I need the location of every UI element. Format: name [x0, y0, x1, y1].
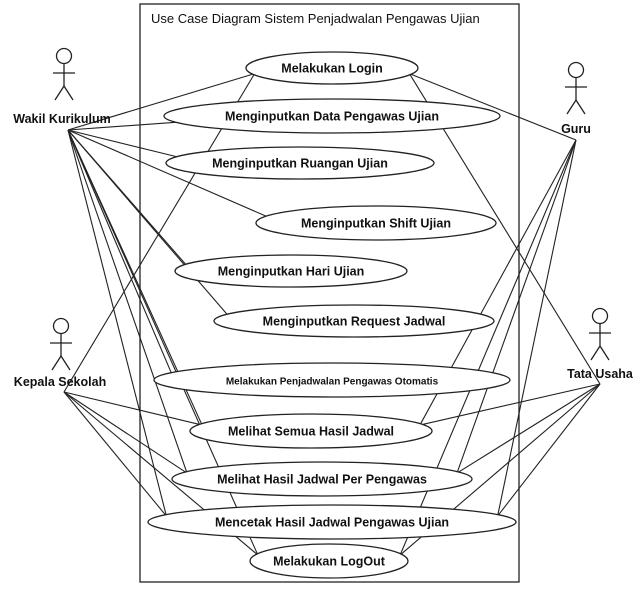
actor-wakil: Wakil Kurikulum [13, 47, 111, 126]
association-wakil-data-pengawas [67, 121, 181, 131]
actor-label: Tata Usaha [567, 367, 634, 381]
actor-leg-left [566, 99, 577, 115]
use-case-ellipse [163, 98, 501, 134]
use-case-ellipse [249, 543, 409, 579]
use-case-label: Melihat Semua Hasil Jadwal [228, 425, 394, 439]
actor-leg-right [60, 355, 71, 371]
use-case-label: Menginputkan Data Pengawas Ujian [225, 110, 439, 124]
use-case-ellipse [245, 51, 419, 85]
actor-head-icon [591, 307, 609, 325]
use-case-label: Mencetak Hasil Jadwal Pengawas Ujian [215, 516, 449, 530]
use-case-shift: Menginputkan Shift Ujian [255, 205, 497, 241]
association-guru-login [409, 73, 577, 141]
use-case-per-pengawas: Melihat Hasil Jadwal Per Pengawas [171, 461, 473, 497]
actor-head-icon [55, 47, 73, 65]
use-case-cetak: Mencetak Hasil Jadwal Pengawas Ujian [147, 504, 517, 540]
use-case-ellipse [255, 205, 497, 241]
association-kepala-semua-hasil [63, 391, 203, 426]
use-case-otomatis: Melakukan Penjadwalan Pengawas Otomatis [153, 362, 511, 398]
use-case-request: Menginputkan Request Jadwal [213, 304, 495, 338]
association-wakil-request [67, 129, 229, 316]
system-title: Use Case Diagram Sistem Penjadwalan Peng… [151, 11, 480, 26]
actor-guru: Guru [561, 61, 591, 136]
use-case-ellipse [153, 362, 511, 398]
use-case-label: Menginputkan Shift Ujian [301, 217, 451, 231]
association-wakil-shift [67, 129, 269, 218]
actor-label: Guru [561, 122, 591, 136]
association-wakil-ruangan [67, 129, 180, 158]
use-case-ellipse [189, 413, 433, 449]
association-wakil-cetak [67, 129, 167, 517]
association-tata-cetak [497, 383, 601, 517]
use-case-semua-hasil: Melihat Semua Hasil Jadwal [189, 413, 433, 449]
actor-head-icon [52, 317, 70, 335]
actor-leg-left [51, 355, 62, 371]
use-case-ellipse [213, 304, 495, 338]
actor-head-icon [567, 61, 585, 79]
actor-label: Wakil Kurikulum [13, 112, 110, 126]
use-case-ellipse [171, 461, 473, 497]
use-case-login: Melakukan Login [245, 51, 419, 85]
actor-leg-right [575, 99, 586, 115]
association-tata-semua-hasil [419, 383, 601, 426]
association-wakil-login [67, 73, 255, 131]
use-case-data-pengawas: Menginputkan Data Pengawas Ujian [163, 98, 501, 134]
association-wakil-otomatis [67, 129, 173, 375]
actor-tata: Tata Usaha [567, 307, 634, 381]
use-case-label: Menginputkan Request Jadwal [263, 315, 446, 329]
association-tata-per-pengawas [456, 383, 601, 474]
use-case-ellipse [174, 254, 408, 288]
system-boundary [139, 3, 520, 583]
use-case-label: Melakukan Login [281, 62, 382, 76]
use-case-ellipse [165, 146, 435, 180]
use-case-hari: Menginputkan Hari Ujian [174, 254, 408, 288]
association-lines [63, 73, 601, 556]
use-case-ruangan: Menginputkan Ruangan Ujian [165, 146, 435, 180]
actor-leg-right [63, 85, 74, 101]
association-wakil-per-pengawas [67, 129, 188, 474]
actor-label: Kepala Sekolah [14, 375, 106, 389]
association-guru-per-pengawas [456, 139, 577, 474]
association-kepala-per-pengawas [63, 391, 188, 474]
use-case-ellipse [147, 504, 517, 540]
use-case-label: Melihat Hasil Jadwal Per Pengawas [217, 473, 427, 487]
actor-kepala: Kepala Sekolah [14, 317, 106, 389]
use-case-logout: Melakukan LogOut [249, 543, 409, 579]
actor-leg-left [590, 345, 601, 361]
use-case-label: Melakukan LogOut [273, 555, 386, 569]
actor-leg-right [599, 345, 610, 361]
use-case-label: Menginputkan Hari Ujian [218, 265, 365, 279]
use-case-label: Menginputkan Ruangan Ujian [212, 157, 388, 171]
association-kepala-cetak [63, 391, 167, 517]
use-case-label: Melakukan Penjadwalan Pengawas Otomatis [226, 377, 439, 388]
association-guru-cetak [497, 139, 577, 517]
actor-leg-left [54, 85, 65, 101]
